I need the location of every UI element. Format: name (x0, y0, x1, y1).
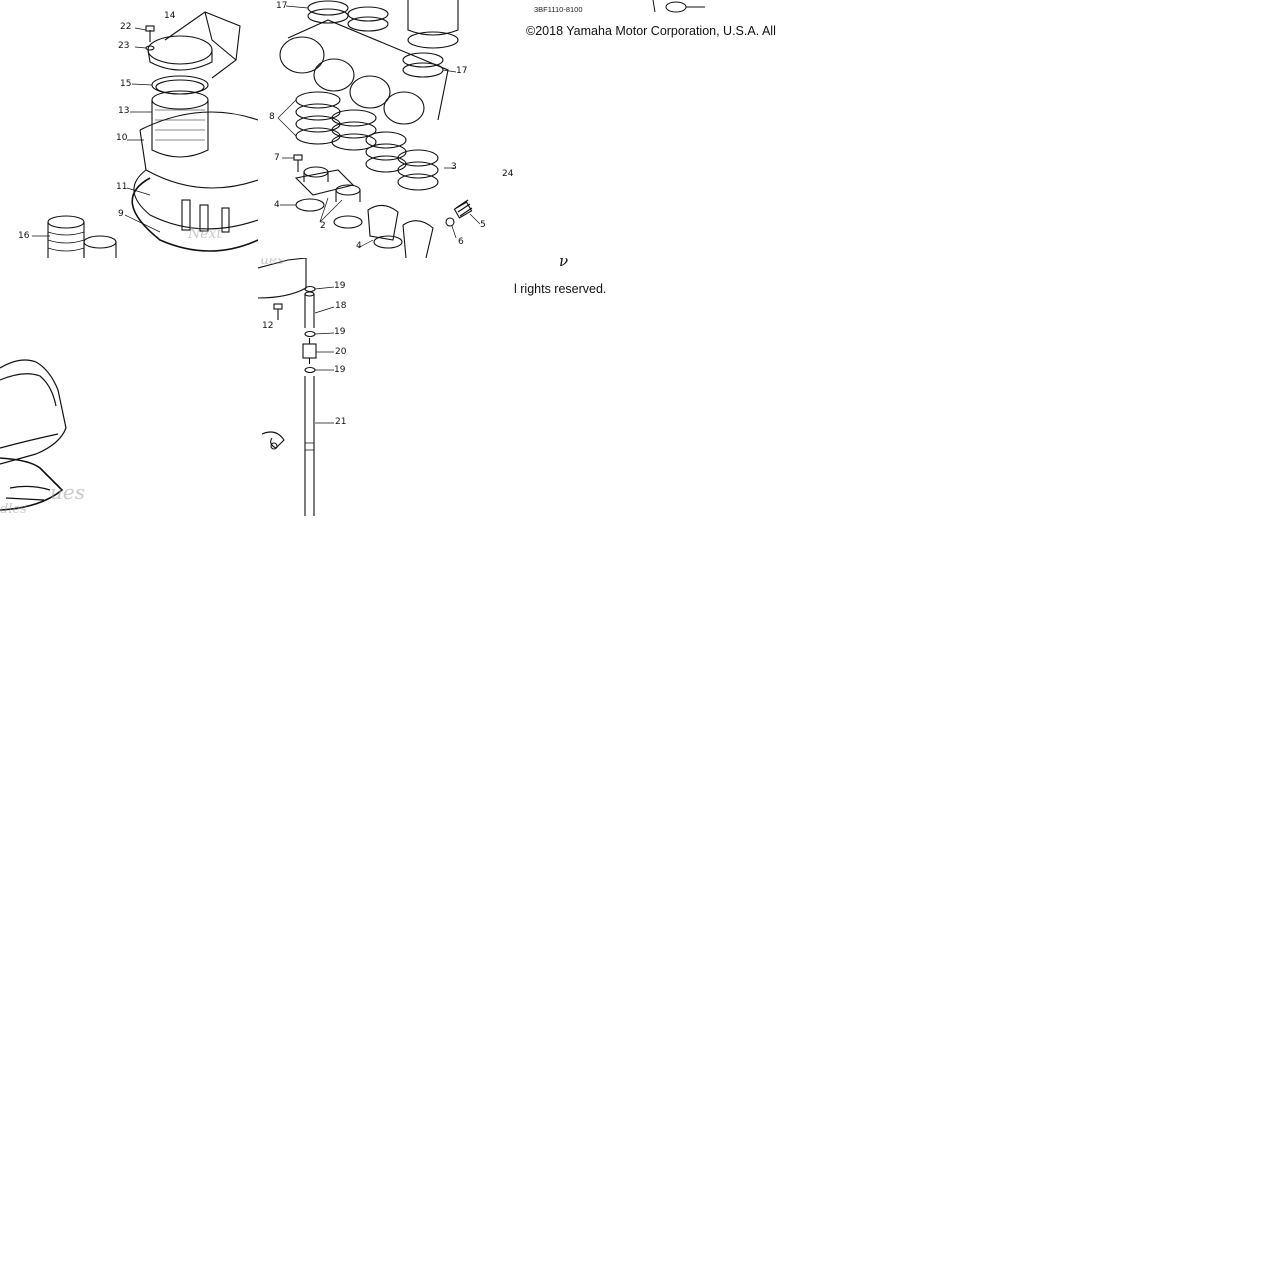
callout-13: 13 (118, 106, 130, 116)
callout-2: 2 (320, 221, 326, 231)
callout-14: 14 (164, 11, 176, 21)
watermark-ues-tile4: ues (50, 480, 85, 504)
callout-17-right: 17 (456, 66, 468, 76)
watermark-ues-tile3: ues (260, 258, 285, 268)
callout-19-mid: 19 (334, 327, 346, 337)
air-cleaner-drawing (32, 11, 258, 258)
callout-5: 5 (480, 220, 486, 230)
diagram-tile-airbox-lid: ues dles (0, 258, 258, 516)
callout-4-left: 4 (274, 200, 280, 210)
diagram-tile-air-cleaner: 22 14 23 15 13 10 11 9 16 Next (0, 0, 258, 258)
callout-16: 16 (18, 231, 30, 241)
callout-18: 18 (335, 301, 347, 311)
callout-7: 7 (274, 153, 280, 163)
diagram-tile-breather: ues 19 18 19 20 19 21 12 (258, 258, 515, 516)
callout-22: 22 (120, 22, 132, 32)
callout-12: 12 (262, 321, 274, 331)
callout-11: 11 (116, 182, 128, 192)
callout-15: 15 (120, 79, 132, 89)
callout-6: 6 (458, 237, 464, 247)
callout-19-top: 19 (334, 281, 346, 291)
watermark-next: Next (188, 226, 223, 242)
callout-23: 23 (118, 41, 130, 51)
part-number: 3BF1110-8100 (534, 5, 583, 14)
diagram-tile-parts-strip (515, 0, 775, 40)
callout-10: 10 (116, 133, 128, 143)
breather-hose-drawing (258, 258, 335, 516)
callout-24: 24 (502, 169, 514, 179)
callout-19-bottom: 19 (334, 365, 346, 375)
diagram-tile-intake: 17 17 8 7 3 4 2 4 6 5 24 (258, 0, 515, 258)
callout-20: 20 (335, 347, 347, 357)
nu-glyph: ν (559, 252, 569, 270)
callout-8: 8 (269, 112, 275, 122)
callout-9: 9 (118, 209, 124, 219)
watermark-dles: dles (0, 502, 27, 516)
copyright-text: ©2018 Yamaha Motor Corporation, U.S.A. A… (526, 24, 776, 38)
callout-21: 21 (335, 417, 347, 427)
callout-4-bottom: 4 (356, 241, 362, 251)
rights-reserved-text: l rights reserved. (514, 282, 607, 296)
callout-3: 3 (451, 162, 457, 172)
callout-17-top: 17 (276, 1, 288, 11)
airbox-lid-drawing (0, 359, 67, 511)
intake-manifold-drawing (277, 0, 481, 258)
strip-drawing (652, 0, 705, 13)
